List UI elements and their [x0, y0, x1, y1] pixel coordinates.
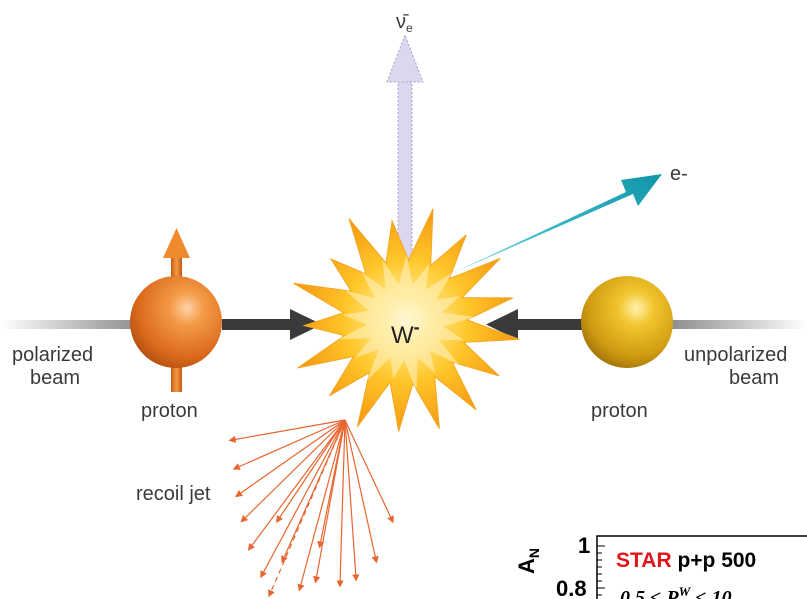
w-boson-label: W- [391, 317, 420, 349]
unpolarized-proton-sphere [581, 276, 673, 368]
recoil-jet-track [344, 419, 394, 524]
recoil-jet-track [260, 419, 346, 579]
recoil-jet-track [344, 419, 360, 582]
proton-right-label: proton [591, 400, 648, 422]
right-beam-arrow [486, 309, 586, 340]
recoil-jet-track [336, 419, 346, 588]
recoil-jet-track [297, 419, 346, 592]
polarized-label-line1: polarized [12, 344, 93, 366]
recoil-jet-track [235, 419, 346, 498]
recoil-jet-track [228, 419, 346, 443]
unpolarized-beam-line [670, 320, 807, 329]
unpolarized-label-line2: beam [729, 367, 779, 389]
recoil-jet-track [281, 419, 346, 564]
recoil-jet-track [317, 419, 346, 549]
neutrino-label: ν̄e [396, 11, 413, 35]
recoil-jet-track [240, 419, 346, 523]
inset-title: STAR p+p 500 [616, 549, 756, 572]
inset-tick-1: 1 [578, 533, 590, 558]
w-boson-core [338, 254, 475, 392]
recoil-jet-track [275, 419, 346, 523]
inset-tick-08: 0.8 [556, 576, 587, 599]
inset-ticks [597, 545, 605, 596]
recoil-jet-label: recoil jet [136, 483, 211, 505]
neutrino-arrow [386, 33, 424, 279]
recoil-jet-track [344, 419, 379, 564]
recoil-jet-track [247, 419, 346, 551]
recoil-jet-track [232, 419, 346, 470]
polarized-beam-line [0, 320, 140, 329]
inset-range: 0.5 < PW < 10 [620, 584, 732, 599]
unpolarized-label-line1: unpolarized [684, 344, 787, 366]
electron-label: e- [670, 163, 688, 185]
inset-axis-label: AN [514, 548, 542, 574]
inset-plot-frame [596, 535, 807, 599]
inset-plot: AN 1 0.8 STAR p+p 500 0.5 < PW < 10 [514, 533, 807, 599]
polarized-label-line2: beam [30, 367, 80, 389]
electron-arrow [455, 174, 662, 272]
polarized-proton-sphere [130, 276, 222, 368]
recoil-jet-fan [228, 419, 394, 598]
proton-left-label: proton [141, 400, 198, 422]
